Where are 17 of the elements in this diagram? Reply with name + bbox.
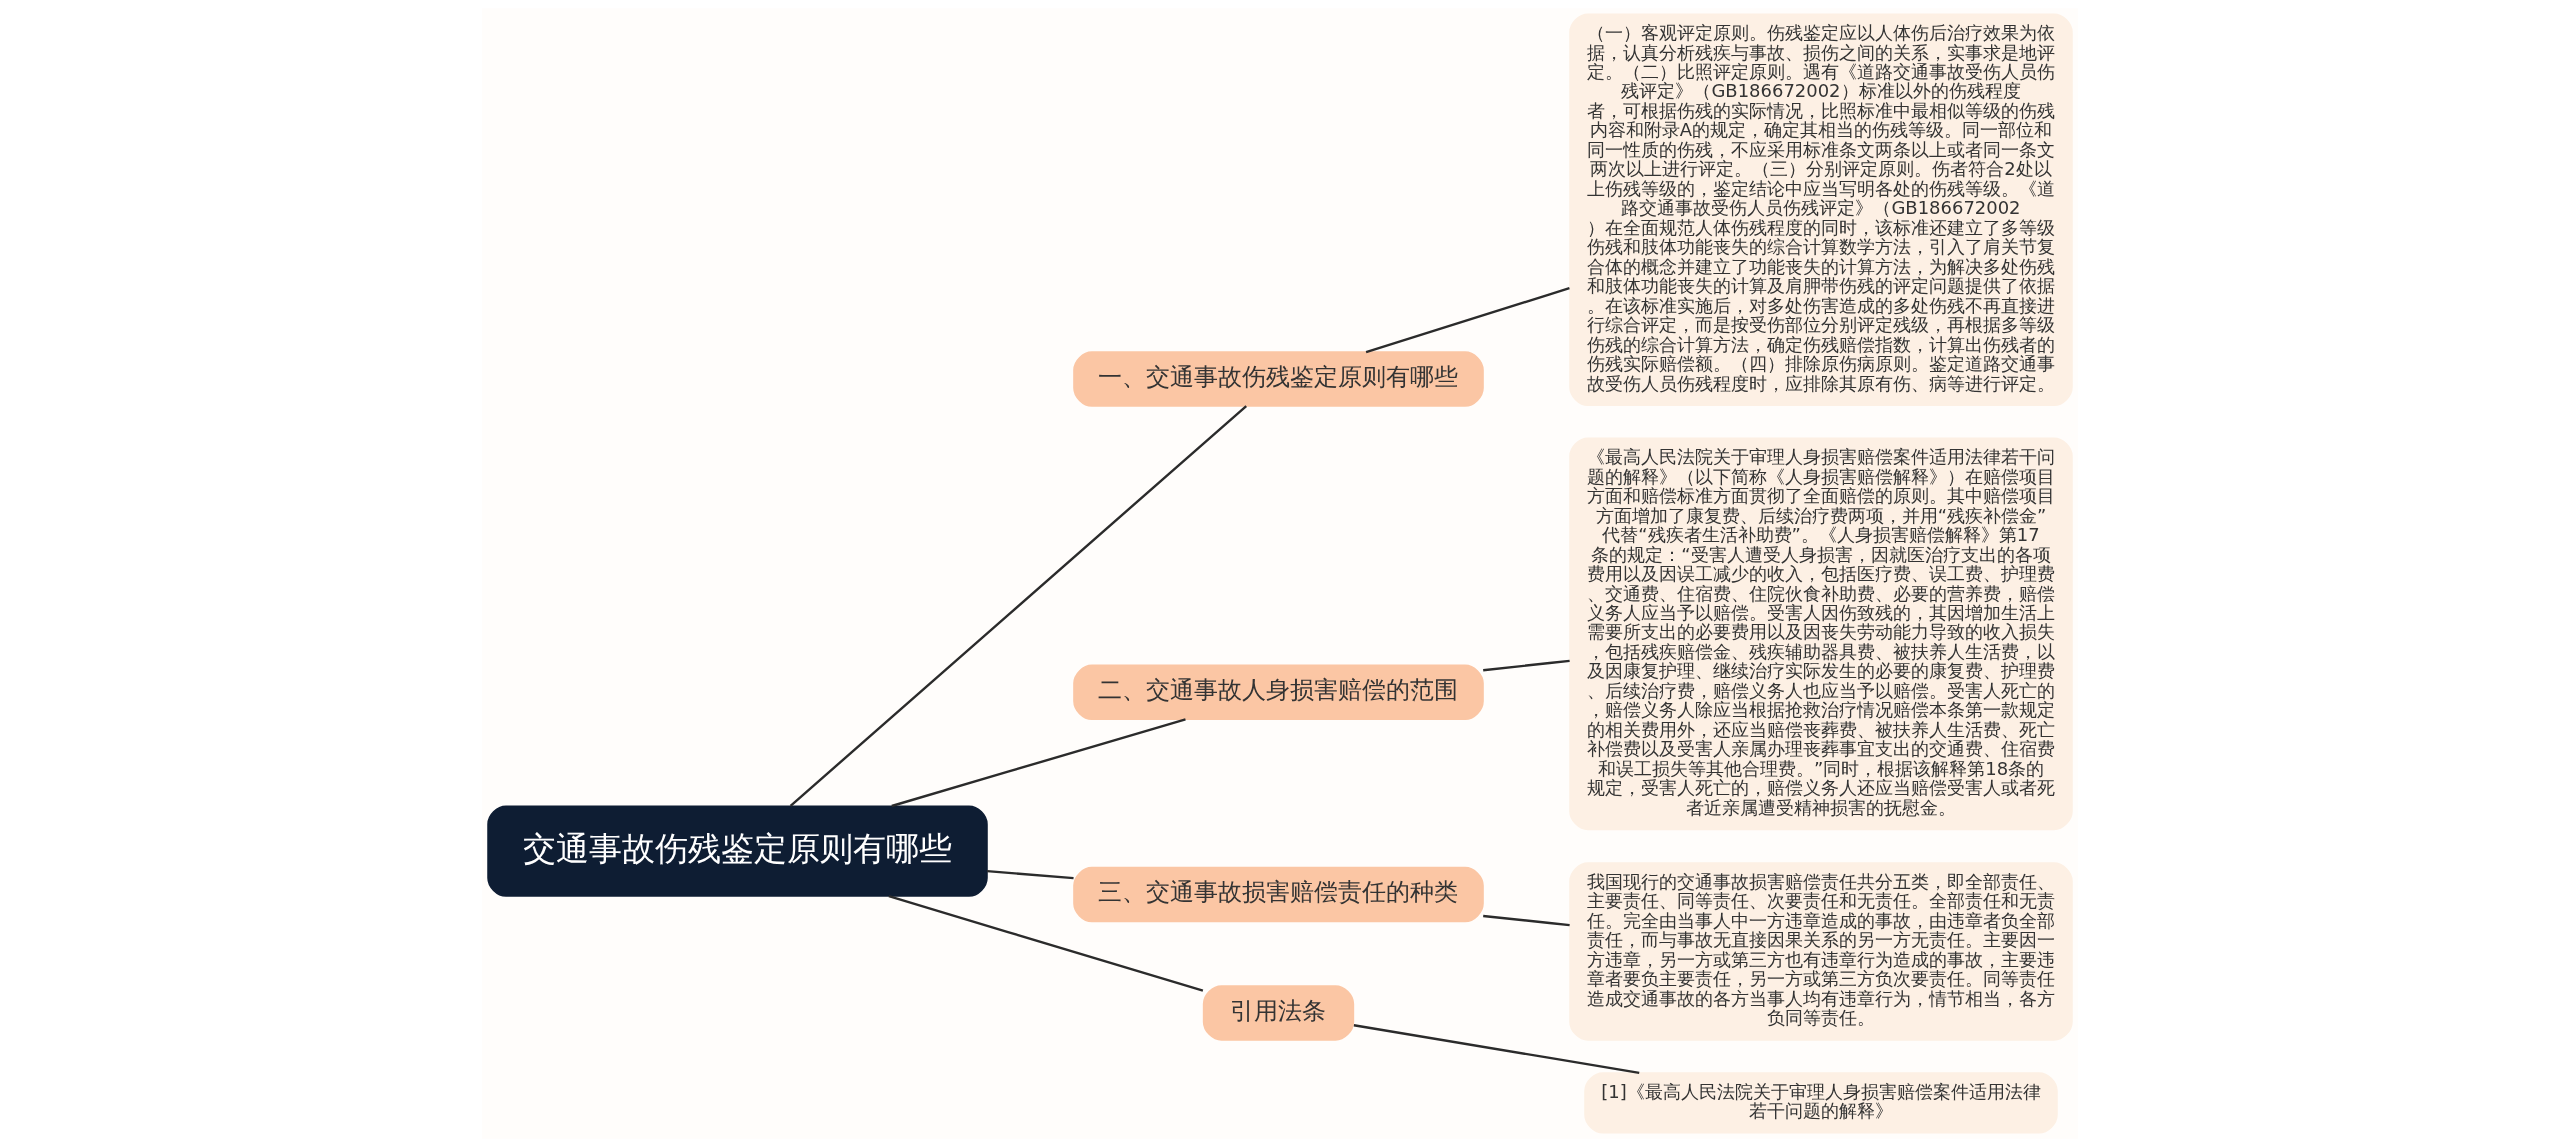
connector: [1365, 287, 1570, 354]
node-box: 一、交通事故伤残鉴定原则有哪些: [1073, 351, 1484, 407]
connector: [1483, 914, 1570, 927]
node-box: 《最高人民法院关于审理人身损害赔偿案件适用法律若干问题的解释》（以下简称《人身损害赔偿解释》）在赔偿项目方面和赔偿标准方面贯彻了全面赔偿的原则。其中赔偿项目方面增加了康复费、后续治疗费两项，并用“残疾补偿金”代替“残疾者生活补助费”。《人身损害赔偿解释》第17条的规定：“受害人遭受人身损害，因就医治疗支出的各项费用以及因误工减少的收入，包括医疗费、误工费、护理费、交通费、住宿费、住院伙食补助费、必要的营养费，赔偿义务人应当予以赔偿。受害人因伤致残的，其因增加生活上需要所支出的必要费用以及因丧失劳动能力导致的收入损失，包括残疾赔偿金、残疾辅助器具费、被扶养人生活费，以及因康复护理、继续治疗实际发生的必要的康复费、护理费、后续治疗费，赔偿义务人也应当予以赔偿。受害人死亡的，赔偿义务人除应当根据抢救治疗情况赔偿本条第一款规定的相关费用外，还应当赔偿丧葬费、被扶养人生活费、死亡补偿费以及受害人亲属办理丧葬事宜支出的交通费、住宿费和误工损失等其他合理费。”同时，根据该解释第18条的规定，受害人死亡的，赔偿义务人还应当赔偿受害人或者死者近亲属遭受精神损害的抚慰金。: [1569, 437, 2073, 831]
connector: [1483, 659, 1570, 672]
connector: [789, 405, 1248, 807]
node-box: [1]《最高人民法院关于审理人身损害赔偿案件适用法律若干问题的解释》: [1584, 1072, 2058, 1134]
node-box: 二、交通事故人身损害赔偿的范围: [1073, 664, 1484, 720]
node-box: 三、交通事故损害赔偿责任的种类: [1073, 866, 1484, 923]
connector: [891, 718, 1186, 808]
node-box: 我国现行的交通事故损害赔偿责任共分五类，即全部责任、主要责任、同等责任、次要责任和无责任。全部责任和无责任。完全由当事人中一方违章造成的事故，由违章者负全部责任，而与事故无直接因果关系的另一方无责任。主要因一方违章，另一方或第三方也有违章行为造成的事故，主要违章者要负主要责任，另一方或第三方负次要责任。同等责任造成交通事故的各方当事人均有违章行为，情节相当，各方负同等责任。: [1569, 862, 2073, 1041]
node-box: 交通事故伤残鉴定原则有哪些: [487, 805, 988, 897]
node-box: （一）客观评定原则。伤残鉴定应以人体伤后治疗效果为依据，认真分析残疾与事故、损伤之间的关系，实事求是地评定。（二）比照评定原则。遇有《道路交通事故受伤人员伤残评定》（GB186672002）标准以外的伤残程度者，可根据伤残的实际情况，比照标准中最相似等级的伤残内容和附录A的规定，确定其相当的伤残等级。同一部位和同一性质的伤残，不应采用标准条文两条以上或者同一条文两次以上进行评定。（三）分别评定原则。伤者符合2处以上伤残等级的，鉴定结论中应当写明各处的伤残等级。《道路交通事故受伤人员伤残评定》（GB186672002）在全面规范人体伤残程度的同时，该标准还建立了多等级伤残和肢体功能丧失的综合计算数学方法，引入了肩关节复合体的概念并建立了功能丧失的计算方法，为解决多处伤残和肢体功能丧失的计算及肩胛带伤残的评定问题提供了依据。在该标准实施后，对多处伤害造成的多处伤残不再直接进行综合评定，而是按受伤部位分别评定残级，再根据多等级伤残的综合计算方法，确定伤残赔偿指数，计算出伤残者的伤残实际赔偿额。（四）排除原伤病原则。鉴定道路交通事故受伤人员伤残程度时，应排除其原有伤、病等进行评定。: [1569, 13, 2073, 407]
node-box: 引用法条: [1202, 985, 1355, 1041]
connector: [888, 895, 1204, 992]
connector: [1353, 1024, 1640, 1074]
connector: [987, 869, 1074, 880]
